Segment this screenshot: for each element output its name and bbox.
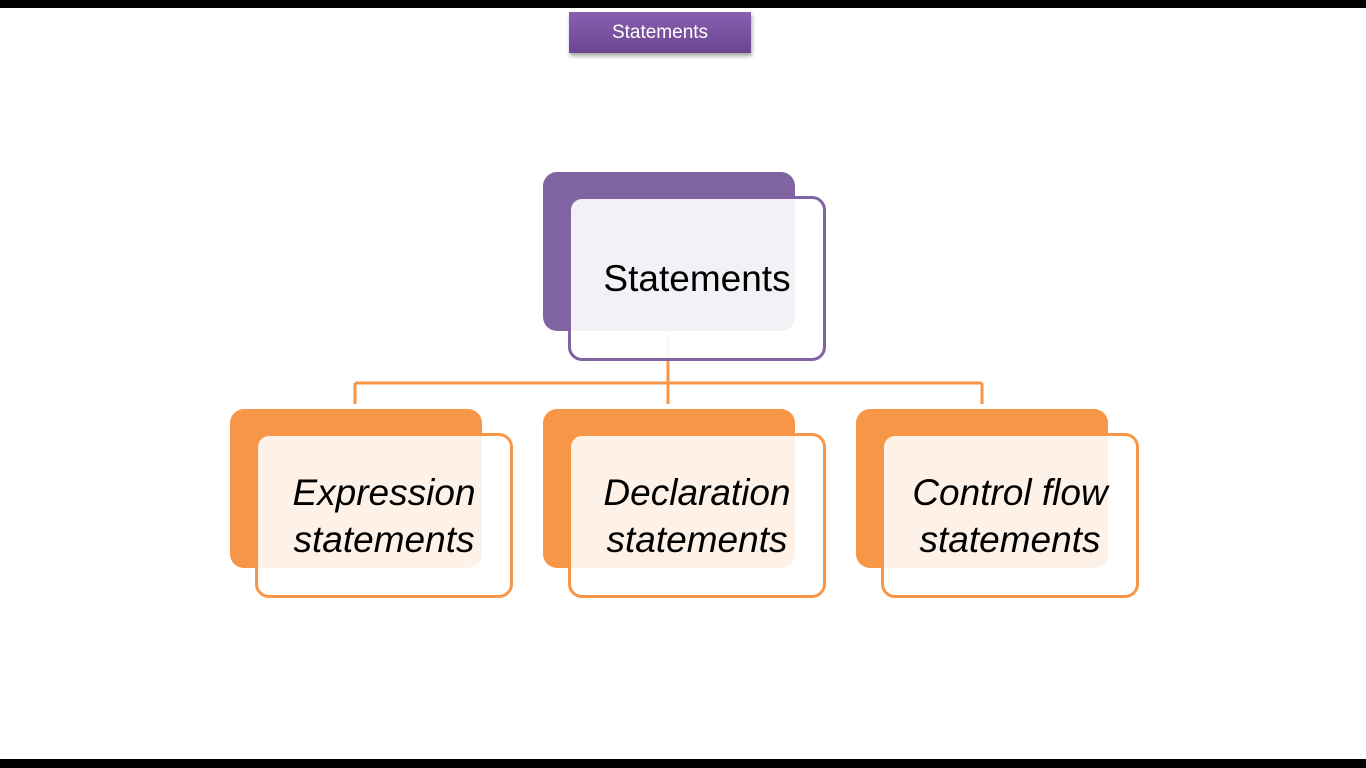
title-tab-button[interactable]: Statements xyxy=(569,12,751,53)
node-declaration-line1: Declaration xyxy=(603,471,791,513)
top-frame-bar xyxy=(0,0,1366,8)
node-expression-line1: Expression xyxy=(292,471,476,513)
node-control-flow-line1: Control flow xyxy=(912,471,1108,513)
node-declaration-box: Declaration statements xyxy=(568,433,826,598)
node-declaration-line2: statements xyxy=(606,518,788,560)
bottom-frame-bar xyxy=(0,759,1366,768)
node-control-flow-line2: statements xyxy=(919,518,1101,560)
node-expression-line2: statements xyxy=(293,518,475,560)
node-control-flow-box: Control flow statements xyxy=(881,433,1139,598)
node-statements-box: Statements xyxy=(568,196,826,361)
node-statements-label: Statements xyxy=(603,258,791,299)
node-expression-box: Expression statements xyxy=(255,433,513,598)
